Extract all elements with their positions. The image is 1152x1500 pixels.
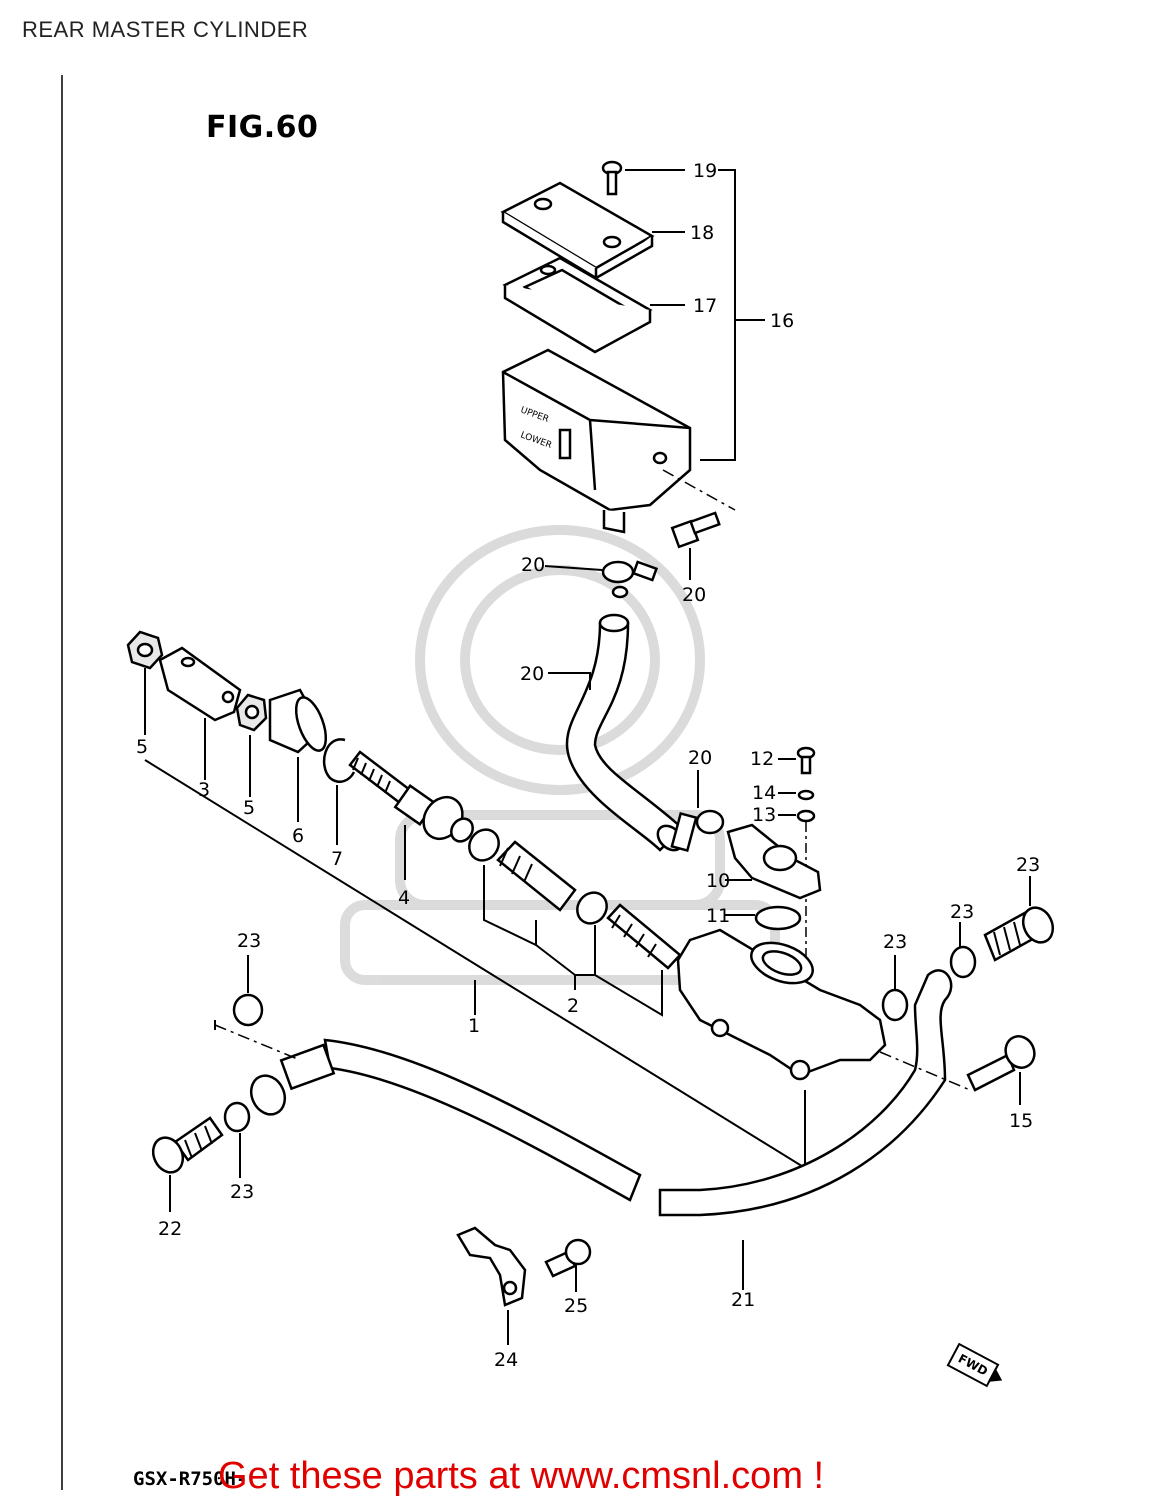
part-6-dust-boot[interactable] bbox=[268, 688, 332, 754]
page-title: REAR MASTER CYLINDER bbox=[22, 17, 309, 42]
part-24-hose-clamp[interactable] bbox=[456, 1226, 527, 1307]
part-label-1: 1 bbox=[468, 1015, 480, 1037]
part-23-washer-left-bottom[interactable] bbox=[223, 1101, 251, 1133]
part-1-master-cylinder[interactable] bbox=[676, 928, 887, 1081]
part-label-18: 20 bbox=[682, 584, 706, 606]
part-label-23-right-a: 23 bbox=[883, 931, 907, 953]
part-16-reservoir-cap[interactable] bbox=[500, 181, 655, 281]
part-label-14: 16 bbox=[770, 310, 794, 332]
part-23-washer-right-a[interactable] bbox=[881, 988, 909, 1022]
part-20-hose-clamp-lower[interactable] bbox=[670, 809, 725, 853]
part-label-21: 21 bbox=[731, 1289, 755, 1311]
figure-label: FIG.60 bbox=[206, 110, 319, 145]
part-label-20-lower: 20 bbox=[688, 747, 712, 769]
part-label-16: 18 bbox=[690, 222, 714, 244]
part-label-24: 24 bbox=[494, 1349, 518, 1371]
promo-link-text[interactable]: Get these parts at www.cmsnl.com ! bbox=[218, 1455, 825, 1497]
part-25-bolt[interactable] bbox=[544, 1238, 592, 1278]
part-11-washer[interactable] bbox=[796, 809, 816, 823]
part-label-25: 25 bbox=[564, 1295, 588, 1317]
part-label-9: 11 bbox=[706, 905, 730, 927]
part-label-22-left: 22 bbox=[158, 1218, 182, 1240]
part-label-15: 17 bbox=[693, 295, 717, 317]
part-label-22-right: 23 bbox=[1016, 854, 1040, 876]
part-label-7: 7 bbox=[331, 848, 343, 870]
part-7-circlip[interactable] bbox=[322, 738, 356, 783]
part-5-nut-second[interactable] bbox=[235, 693, 268, 732]
part-label-10: 12 bbox=[750, 748, 774, 770]
part-14-reservoir-body[interactable]: UPPER LOWER bbox=[501, 348, 692, 534]
part-10-screw[interactable] bbox=[796, 746, 816, 775]
part-22-banjo-bolt-left[interactable] bbox=[148, 1116, 224, 1177]
part-22-banjo-bolt-right[interactable] bbox=[983, 903, 1058, 962]
part-label-2: 2 bbox=[567, 995, 579, 1017]
part-label-11: 13 bbox=[752, 804, 776, 826]
part-18-bolt[interactable] bbox=[670, 511, 721, 549]
part-2-piston-kit[interactable] bbox=[463, 824, 682, 970]
part-label-4: 4 bbox=[398, 887, 410, 909]
part-label-20-top: 20 bbox=[521, 554, 545, 576]
part-label-13: 15 bbox=[1009, 1110, 1033, 1132]
part-label-5-a: 5 bbox=[136, 736, 148, 758]
part-label-8: 10 bbox=[706, 870, 730, 892]
part-label-17: 19 bbox=[693, 160, 717, 182]
part-label-19: 20 bbox=[520, 663, 544, 685]
part-label-5-b: 5 bbox=[243, 797, 255, 819]
part-3-clevis[interactable] bbox=[158, 646, 242, 722]
part-label-3: 3 bbox=[198, 779, 210, 801]
part-17-screw[interactable] bbox=[601, 160, 623, 196]
part-8-inlet-fitting[interactable] bbox=[726, 823, 822, 900]
part-21-brake-hose[interactable] bbox=[245, 969, 953, 1217]
part-label-12: 14 bbox=[752, 782, 776, 804]
part-4-push-rod[interactable] bbox=[348, 750, 477, 846]
part-20-hose-clamp[interactable] bbox=[601, 560, 659, 599]
part-9-o-ring[interactable] bbox=[754, 905, 802, 931]
part-label-23-right-b: 23 bbox=[950, 901, 974, 923]
model-code: GSX-R750H- bbox=[133, 1468, 248, 1490]
part-23-washer-left-top[interactable] bbox=[232, 993, 264, 1027]
part-15-diaphragm[interactable] bbox=[502, 256, 653, 354]
part-12-washer[interactable] bbox=[797, 789, 815, 801]
part-13-bolt[interactable] bbox=[966, 1032, 1039, 1092]
part-label-6: 6 bbox=[292, 825, 304, 847]
part-label-23-left-bottom: 23 bbox=[230, 1181, 254, 1203]
part-23-washer-right-b[interactable] bbox=[949, 945, 977, 979]
part-label-23-left-top: 23 bbox=[237, 930, 261, 952]
part-5-nut[interactable] bbox=[126, 630, 164, 670]
